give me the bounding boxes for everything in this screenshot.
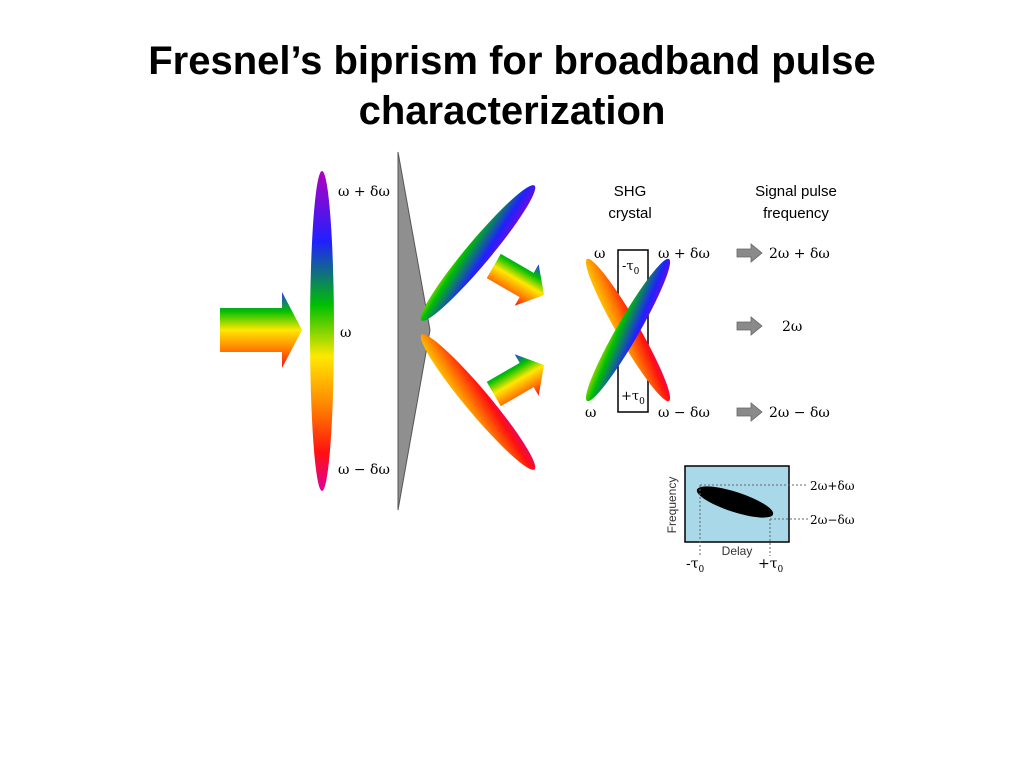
input-label-center-frequency: ω xyxy=(340,325,351,341)
input-beam-arrow xyxy=(220,292,302,368)
signal-header-line-1: Signal pulse xyxy=(755,183,837,200)
input-label-high-frequency: ω + δω xyxy=(338,184,390,200)
input-pulse-spectrum xyxy=(310,171,334,491)
inset-tick-right: +τ0 xyxy=(758,556,783,575)
lower-beam-arrow xyxy=(486,354,544,407)
minus-tau-label: -τ0 xyxy=(622,259,640,277)
slide-title: Fresnel’s biprism for broadband pulse ch… xyxy=(60,36,964,136)
inset-ylabel: Frequency xyxy=(665,477,679,534)
inset-label-low: 2ω−δω xyxy=(810,513,855,527)
upper-beam-arrow xyxy=(486,253,544,306)
inset-xlabel: Delay xyxy=(722,544,753,558)
inset-label-high: 2ω+δω xyxy=(810,479,855,493)
signal-arrow-middle xyxy=(736,316,763,336)
shg-crystal-header-line-2: crystal xyxy=(608,205,651,222)
crystal-left-top-label: ω xyxy=(594,246,605,262)
signal-arrow-bottom xyxy=(736,402,763,422)
crystal-right-bottom-label: ω − δω xyxy=(658,405,710,421)
signal-frequency-high: 2ω + δω xyxy=(769,246,830,262)
upper-split-pulse xyxy=(420,185,536,321)
inset-tick-left: -τ0 xyxy=(686,556,704,575)
crystal-right-top-label: ω + δω xyxy=(658,246,710,262)
fresnel-biprism xyxy=(397,151,431,511)
signal-arrow-top xyxy=(736,243,763,263)
shg-crystal-header-line-1: SHG xyxy=(614,183,647,200)
inset-trace xyxy=(696,486,774,518)
slide-title-line-2: characterization xyxy=(358,89,666,133)
crystal-left-bottom-label: ω xyxy=(585,405,596,421)
input-label-low-frequency: ω − δω xyxy=(338,462,390,478)
signal-header-line-2: frequency xyxy=(763,205,829,222)
crossing-pulse-ascending xyxy=(585,258,671,402)
delay-frequency-inset: Frequency Delay 2ω+δω 2ω−δω -τ0 +τ0 xyxy=(665,465,855,575)
lower-split-pulse xyxy=(420,334,536,470)
slide-title-line-1: Fresnel’s biprism for broadband pulse xyxy=(148,39,876,83)
plus-tau-label: +τ0 xyxy=(621,389,645,407)
signal-frequency-low: 2ω − δω xyxy=(769,405,830,421)
signal-frequency-center: 2ω xyxy=(782,319,802,335)
